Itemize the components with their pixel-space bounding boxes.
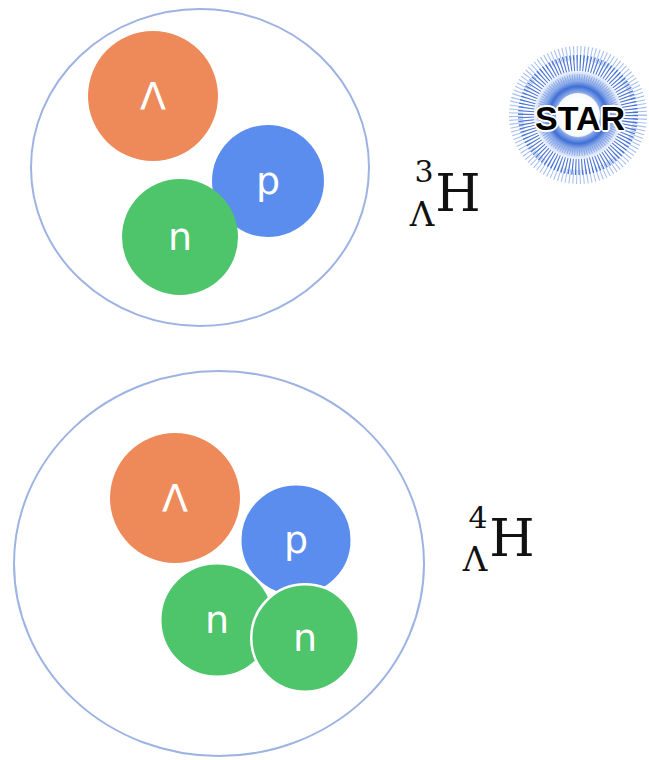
particle-symbol: p (256, 162, 280, 200)
particle-symbol: Λ (162, 479, 188, 517)
hypernucleus-circle: 3ΛHΛpn (30, 8, 370, 327)
particle-symbol: n (205, 601, 229, 639)
hypernucleus-circle: 4ΛHΛpnn (13, 370, 425, 757)
particle-symbol: n (293, 619, 317, 657)
logo-text: STAR (535, 101, 625, 135)
element-symbol: H (435, 167, 480, 219)
hyperon-subscript: Λ (410, 197, 435, 231)
particle-symbol: n (168, 218, 192, 256)
particle-circle: Λ (110, 433, 240, 563)
mass-number: 3 (414, 157, 433, 187)
particle-circle: n (250, 583, 360, 693)
mass-number: 4 (468, 503, 487, 533)
particle-circle: Λ (88, 31, 218, 161)
particle-symbol: Λ (140, 77, 166, 115)
particle-symbol: p (284, 521, 308, 559)
hyperon-subscript: Λ (463, 542, 488, 576)
particle-circle: n (122, 179, 238, 295)
element-symbol: H (489, 512, 534, 564)
